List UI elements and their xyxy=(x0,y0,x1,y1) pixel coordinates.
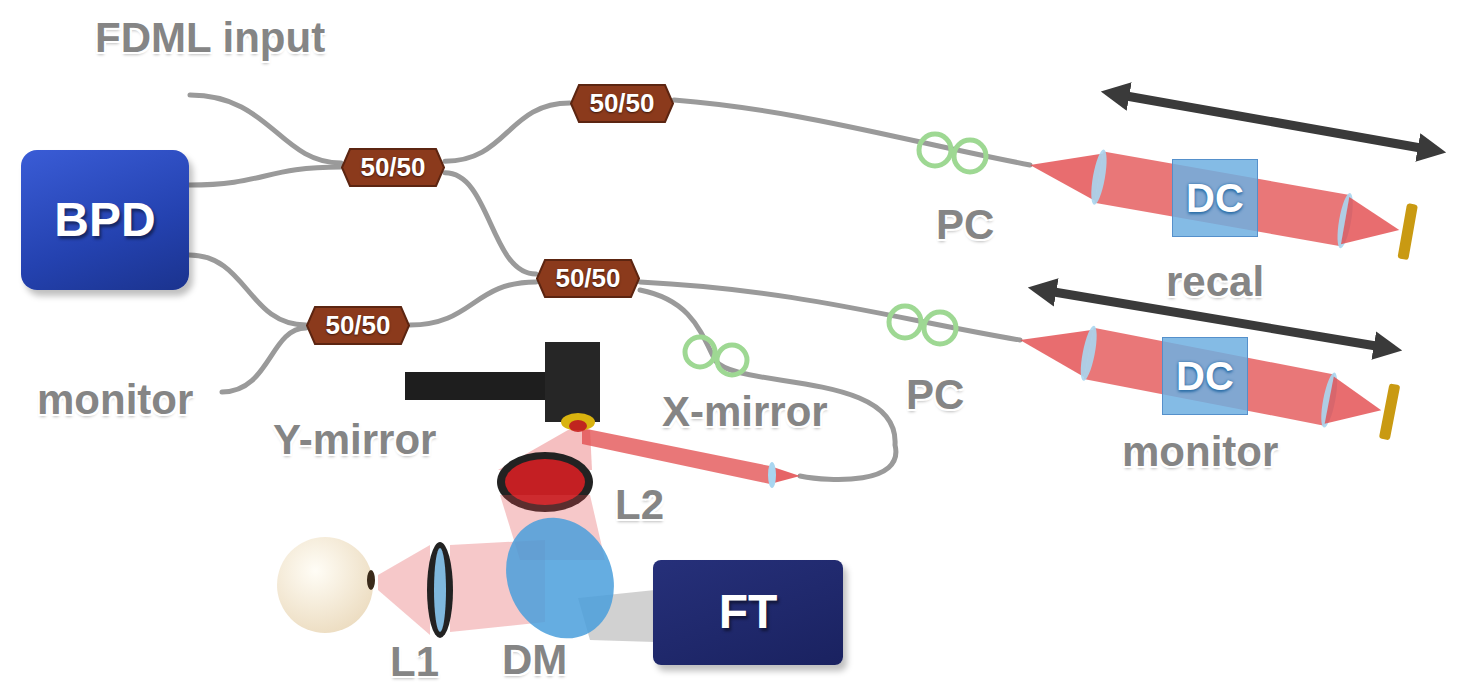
fiber-coupler: 50/50 xyxy=(341,148,445,187)
imaging-optics-part xyxy=(434,548,446,632)
part-label: FDML input xyxy=(95,16,325,60)
fiber-connector xyxy=(410,282,536,325)
translation-arrow-part xyxy=(1115,94,1432,150)
monitor-arm-beam-part xyxy=(1077,325,1099,382)
recal-arm-beam-part xyxy=(1088,149,1110,206)
dispersion-compensator: DC xyxy=(1172,159,1258,237)
polarization-controller-part xyxy=(889,306,921,338)
node-text: BPD xyxy=(54,194,155,247)
polarization-controller-part xyxy=(685,337,715,367)
polarization-controller-part xyxy=(924,312,956,344)
node-text: FT xyxy=(719,586,778,639)
galvo-scanner-part xyxy=(582,428,770,484)
coupler-shape xyxy=(537,260,639,297)
part-label: PC xyxy=(906,373,964,417)
galvo-scanner-part xyxy=(405,372,565,400)
optical-fiber-part xyxy=(190,95,341,163)
node-text: DC xyxy=(1176,354,1234,398)
imaging-optics-part xyxy=(367,570,375,590)
imaging-optics-part xyxy=(427,542,453,638)
polarization-controller-part xyxy=(717,345,747,375)
monitor-arm-beam-part xyxy=(1084,328,1334,426)
part-label: X-mirror xyxy=(662,390,828,434)
part-label: monitor xyxy=(37,378,193,422)
part-label: L2 xyxy=(615,483,664,527)
part-label: monitor xyxy=(1122,430,1278,474)
fiber-coupler: 50/50 xyxy=(536,259,640,298)
recal-arm-beam xyxy=(1025,137,1418,260)
galvo-scanner-part xyxy=(768,462,776,488)
part-label: recal xyxy=(1166,260,1264,304)
fiber-coupler: 50/50 xyxy=(570,84,674,123)
monitor-arm-beam xyxy=(1015,313,1401,441)
fixation-target-box: FT xyxy=(653,560,843,665)
imaging-optics-part xyxy=(277,537,373,633)
node-text: 50/50 xyxy=(325,311,390,340)
fiber-coupler: 50/50 xyxy=(306,306,410,345)
dispersion-compensator: DC xyxy=(1162,337,1248,415)
node-text: 50/50 xyxy=(589,89,654,118)
part-label: PC xyxy=(936,203,994,247)
node-text: 50/50 xyxy=(360,153,425,182)
fiber-connector xyxy=(445,173,536,274)
node-text: 50/50 xyxy=(555,264,620,293)
balanced-detector-box: BPD xyxy=(21,150,189,290)
part-label: DM xyxy=(502,638,567,682)
part-label: Y-mirror xyxy=(273,418,436,462)
polarization-controller xyxy=(685,134,986,375)
coupler-shape xyxy=(571,85,673,122)
coupler-shape xyxy=(342,149,444,186)
fiber-connector xyxy=(189,255,306,325)
imaging-optics xyxy=(277,430,655,656)
recal-arm-beam-part xyxy=(1094,152,1349,247)
polarization-controller-part xyxy=(919,134,951,166)
fiber-connector xyxy=(189,167,341,185)
fiber-connector xyxy=(445,103,570,161)
monitor-arm-beam-part xyxy=(1379,383,1400,440)
coupler-shape xyxy=(307,307,409,344)
recal-arm-beam-part xyxy=(1397,203,1418,260)
optical-fiber-part xyxy=(222,328,306,392)
galvo-scanner-part xyxy=(561,413,595,431)
polarization-controller-part xyxy=(954,140,986,172)
recal-arm-beam-part xyxy=(1341,197,1403,254)
node-text: DC xyxy=(1186,176,1244,220)
part-label: L1 xyxy=(390,640,439,684)
monitor-arm-beam-part xyxy=(1325,377,1386,434)
translation-arrow xyxy=(1042,94,1432,348)
optical-fiber-part xyxy=(674,100,1030,165)
imaging-optics-part xyxy=(378,545,430,635)
imaging-optics-part xyxy=(487,500,634,656)
galvo-scanner-part xyxy=(545,342,600,422)
optical-fiber-part xyxy=(640,282,1020,340)
optical-fiber xyxy=(190,95,1030,480)
